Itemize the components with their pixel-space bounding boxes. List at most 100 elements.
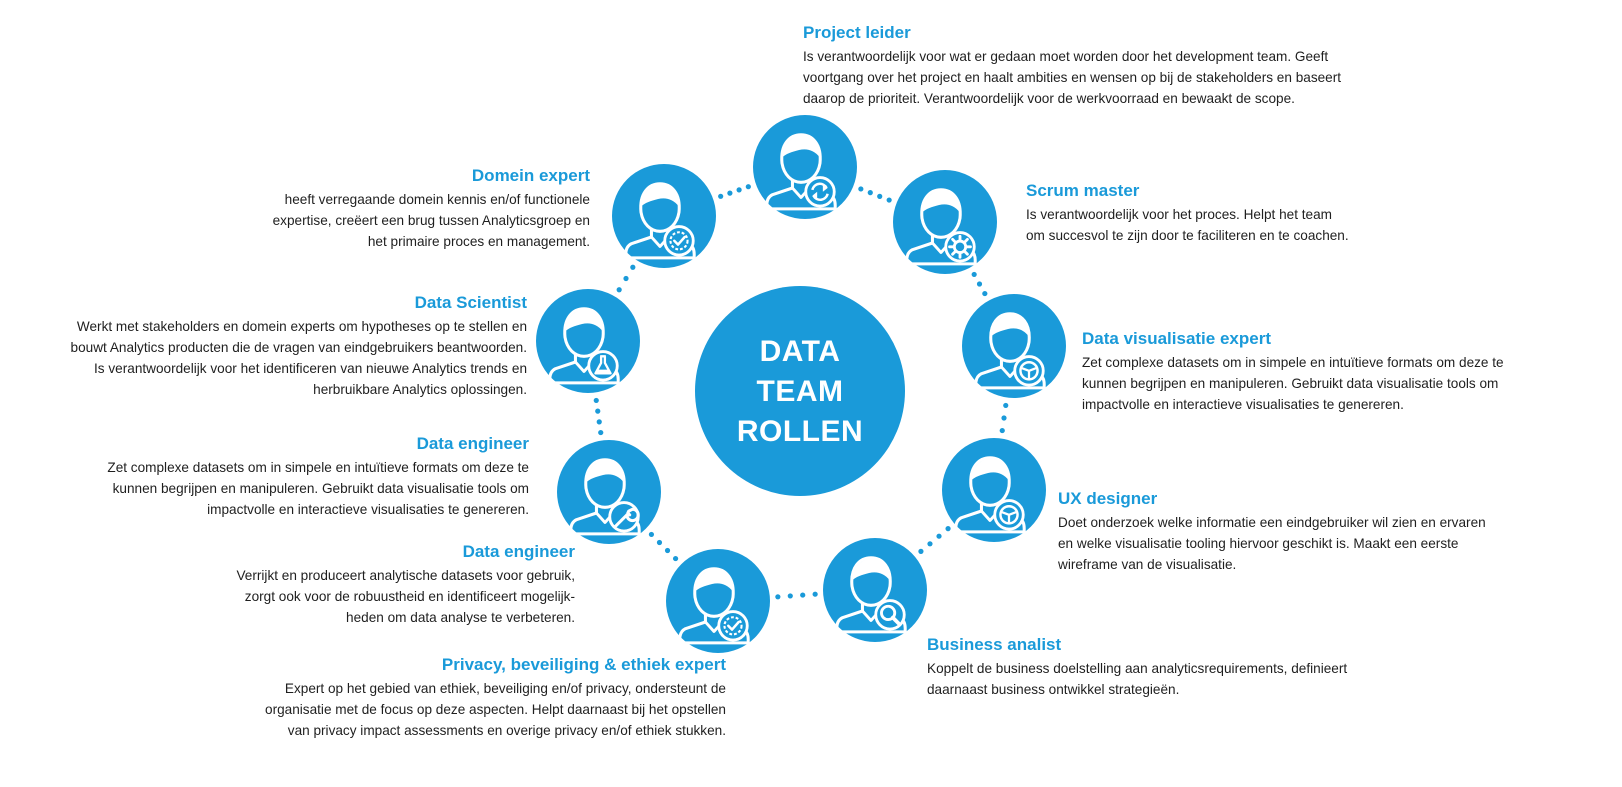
connector-dot bbox=[672, 555, 679, 562]
description-line: kunnen begrijpen en manipuleren. Gebruik… bbox=[1082, 376, 1499, 391]
role-node-domein-expert bbox=[612, 164, 716, 268]
center-title-line-2: TEAM bbox=[756, 375, 844, 408]
role-description: Verrijkt en produceert analytische datas… bbox=[0, 565, 575, 628]
role-title: Data visualisatie expert bbox=[1082, 329, 1271, 348]
center-title: DATA TEAM ROLLEN bbox=[695, 287, 905, 497]
connector-dot bbox=[718, 193, 724, 199]
description-line: impactvolle en interactieve visualisatie… bbox=[207, 502, 529, 517]
role-scrum-master: Scrum master Is verantwoordelijk voor he… bbox=[1026, 180, 1622, 246]
connector-dot bbox=[596, 419, 602, 425]
description-line: om succesvol te zijn door te faciliteren… bbox=[1026, 228, 1349, 243]
description-line: heden om data analyse te verbeteren. bbox=[346, 610, 575, 625]
role-node-data-visualisatie-expert bbox=[962, 294, 1066, 398]
connector-dot bbox=[858, 186, 864, 192]
role-node-circle bbox=[893, 170, 997, 274]
connector-dot bbox=[595, 408, 601, 414]
role-data-engineer-1: Data engineer Zet complexe datasets om i… bbox=[8, 433, 529, 520]
person-flask-icon bbox=[548, 307, 620, 385]
role-node-circle bbox=[753, 115, 857, 219]
description-line: Zet complexe datasets om in simpele en i… bbox=[107, 460, 529, 475]
role-node-circle bbox=[962, 294, 1066, 398]
description-line: het primaire proces en management. bbox=[367, 234, 590, 249]
role-ux-designer: UX designer Doet onderzoek welke informa… bbox=[1058, 488, 1598, 575]
connector-dot bbox=[971, 271, 977, 278]
role-business-analist: Business analist Koppelt de business doe… bbox=[927, 634, 1567, 700]
connector-dot bbox=[727, 190, 733, 196]
description-line: organisatie met de focus op deze aspecte… bbox=[265, 702, 726, 717]
connector-dot bbox=[918, 548, 924, 554]
role-title: Business analist bbox=[927, 635, 1062, 654]
connector-dot bbox=[630, 264, 636, 270]
connector-dot bbox=[745, 184, 751, 190]
description-line: van privacy impact assessments en overig… bbox=[287, 723, 726, 738]
person-badge-check-icon bbox=[624, 182, 696, 260]
role-title: Data Scientist bbox=[414, 293, 527, 312]
role-description: Doet onderzoek welke informatie een eind… bbox=[1058, 512, 1598, 575]
connector-dot bbox=[982, 290, 988, 297]
connector-dot bbox=[736, 187, 742, 193]
description-line: Doet onderzoek welke informatie een eind… bbox=[1058, 515, 1486, 530]
role-description: Expert op het gebied van ethiek, beveili… bbox=[86, 678, 726, 741]
description-line: expertise, creëert een brug tussen Analy… bbox=[272, 213, 590, 228]
role-node-business-analist bbox=[823, 538, 927, 642]
role-domein-expert: Domein expert heeft verregaande domein k… bbox=[0, 165, 590, 252]
role-project-leider: Project leider Is verantwoordelijk voor … bbox=[803, 22, 1443, 109]
connector-dot bbox=[812, 591, 818, 597]
person-chart-icon bbox=[974, 312, 1046, 390]
role-node-ux-designer bbox=[942, 438, 1046, 542]
role-node-project-leider bbox=[753, 115, 857, 219]
description-line: en welke visualisatie tooling hiervoor g… bbox=[1058, 536, 1459, 551]
connector-dot bbox=[623, 275, 629, 282]
role-nodes bbox=[536, 115, 1066, 653]
center-title-line-3: ROLLEN bbox=[736, 415, 864, 448]
description-line: Is verantwoordelijk voor het identificer… bbox=[94, 361, 527, 376]
description-line: wireframe van de visualisatie. bbox=[1058, 557, 1237, 572]
role-description: Is verantwoordelijk voor wat er gedaan m… bbox=[803, 46, 1443, 109]
role-node-circle bbox=[536, 289, 640, 393]
description-line: daarnaast business ontwikkel strategieën… bbox=[927, 682, 1180, 697]
role-title: Domein expert bbox=[471, 166, 590, 185]
role-title: Privacy, beveiliging & ethiek expert bbox=[441, 655, 726, 674]
connector-dot bbox=[945, 526, 951, 532]
connector-dot bbox=[867, 190, 873, 196]
role-description: Is verantwoordelijk voor het proces. Hel… bbox=[1026, 204, 1622, 246]
role-node-circle bbox=[557, 440, 661, 544]
description-line: Koppelt de business doelstelling aan ana… bbox=[927, 661, 1348, 676]
connector-dot bbox=[598, 429, 604, 436]
connector-dot bbox=[616, 287, 622, 293]
role-data-visualisatie-expert: Data visualisatie expert Zet complexe da… bbox=[1082, 328, 1612, 415]
connector-dot bbox=[1003, 402, 1009, 409]
connector-dot bbox=[775, 594, 781, 600]
role-node-scrum-master bbox=[893, 170, 997, 274]
role-title: Project leider bbox=[803, 23, 911, 42]
role-node-data-scientist bbox=[536, 289, 640, 393]
role-data-engineer-2: Data engineer Verrijkt en produceert ana… bbox=[0, 541, 575, 628]
role-node-privacy-expert bbox=[666, 549, 770, 653]
connector-dot bbox=[976, 281, 983, 287]
role-data-scientist: Data Scientist Werkt met stakeholders en… bbox=[4, 292, 527, 400]
description-line: zorgt ook voor de robuustheid en identif… bbox=[244, 589, 575, 604]
description-line: Is verantwoordelijk voor het proces. Hel… bbox=[1026, 207, 1333, 222]
role-node-circle bbox=[942, 438, 1046, 542]
role-description: Werkt met stakeholders en domein experts… bbox=[4, 316, 527, 400]
connector-dot bbox=[999, 427, 1005, 434]
role-title: Data engineer bbox=[462, 542, 575, 561]
connector-dot bbox=[927, 541, 933, 547]
connector-dot bbox=[656, 539, 663, 546]
connector-dot bbox=[593, 397, 599, 404]
role-description: heeft verregaande domein kennis en/of fu… bbox=[0, 189, 590, 252]
role-description: Koppelt de business doelstelling aan ana… bbox=[927, 658, 1567, 700]
role-description: Zet complexe datasets om in simpele en i… bbox=[1082, 352, 1612, 415]
role-node-circle bbox=[823, 538, 927, 642]
connector-dot bbox=[648, 531, 655, 538]
role-node-circle bbox=[612, 164, 716, 268]
description-line: Zet complexe datasets om in simpele en i… bbox=[1082, 355, 1504, 370]
center-circle bbox=[695, 286, 905, 496]
connector-dot bbox=[664, 547, 671, 554]
connector-dot bbox=[1001, 415, 1007, 421]
description-line: Werkt met stakeholders en domein experts… bbox=[76, 319, 527, 334]
role-title: Scrum master bbox=[1026, 181, 1140, 200]
person-magnifier-icon bbox=[835, 556, 907, 634]
connector-dots bbox=[593, 184, 1009, 600]
connector-dot bbox=[936, 533, 942, 539]
